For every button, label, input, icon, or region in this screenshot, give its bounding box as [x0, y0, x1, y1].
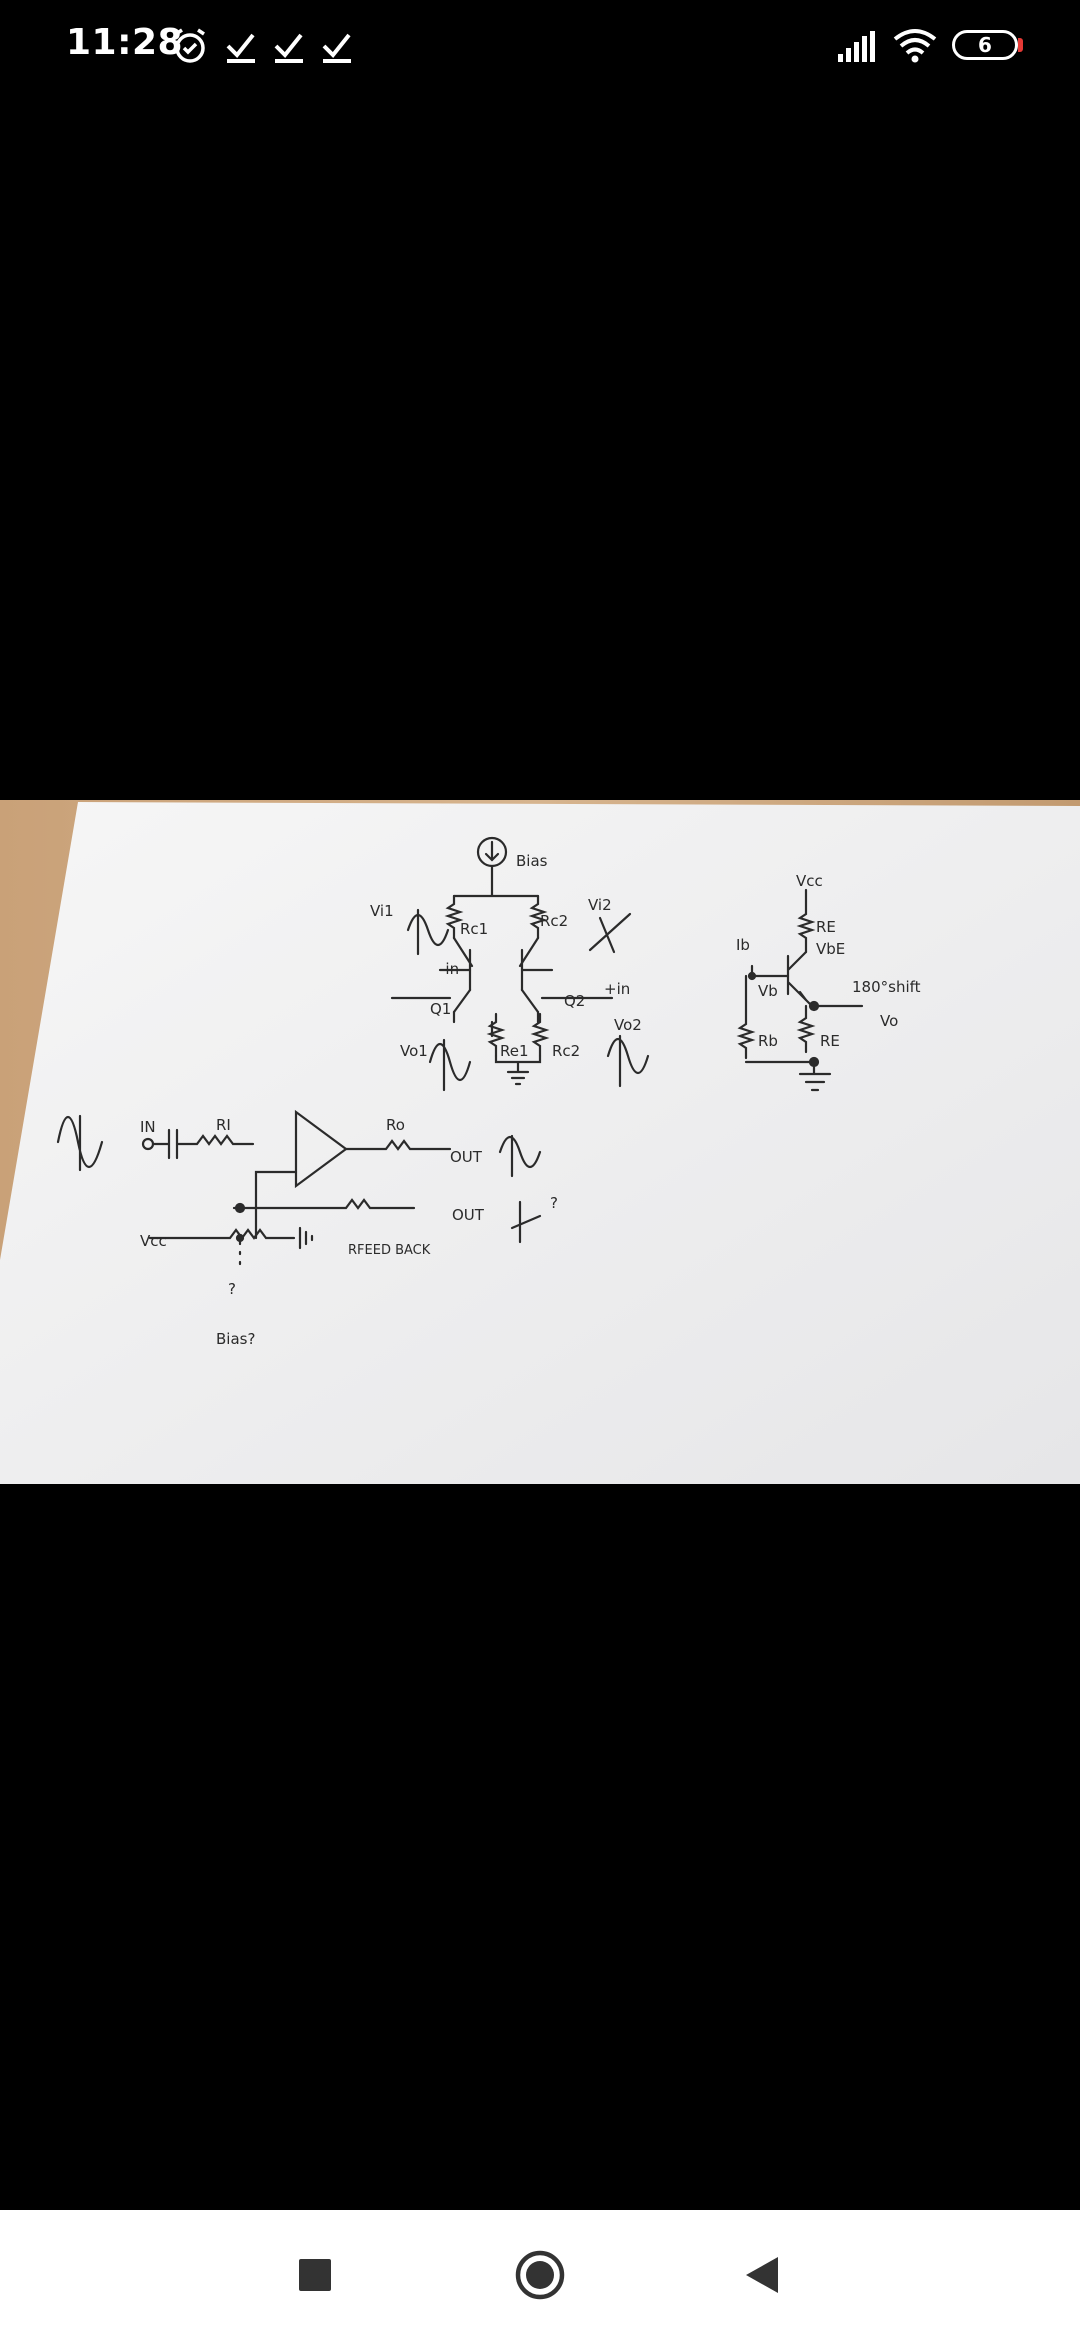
label-rc2-bottom: Rc2 [552, 1042, 580, 1060]
circuit-drawing [56, 836, 864, 1274]
label-re-bottom: RE [820, 1032, 840, 1050]
label-rc2-top: Rc2 [540, 912, 568, 930]
back-button[interactable] [702, 2210, 822, 2340]
paper-sheet [0, 802, 1080, 1484]
label-out2: OUT [452, 1206, 485, 1224]
status-time: 11:28 [66, 22, 184, 63]
navigation-bar [0, 2210, 1080, 2340]
label-ro: Ro [386, 1116, 405, 1134]
label-in: IN [140, 1118, 156, 1136]
battery-icon: 6 [952, 30, 1018, 60]
signal-icon [838, 31, 875, 62]
label-question1: ? [550, 1194, 558, 1212]
circuit-labels: Bias Vi1 Rc1 Rc2 Vi2 -in Q1 Q2 +in Vo1 V… [140, 852, 921, 1348]
label-question2: ? [228, 1280, 236, 1298]
label-vo: Vo [880, 1012, 898, 1030]
label-ib: Ib [736, 936, 750, 954]
label-plus-in: +in [604, 980, 630, 998]
label-re-top: RE [816, 918, 836, 936]
circuit-photo[interactable]: Bias Vi1 Rc1 Rc2 Vi2 -in Q1 Q2 +in Vo1 V… [0, 800, 1080, 1484]
label-q1: Q1 [430, 1000, 451, 1018]
label-vcc-right: Vcc [796, 872, 823, 890]
download-done-icon [226, 33, 255, 63]
wifi-icon [893, 29, 937, 63]
label-vbe: VbE [816, 940, 845, 958]
battery-tip [1018, 38, 1023, 52]
circle-icon [515, 2250, 565, 2300]
label-ri: RI [216, 1116, 231, 1134]
label-vo2: Vo2 [614, 1016, 642, 1034]
label-vi2: Vi2 [588, 896, 612, 914]
home-button[interactable] [480, 2210, 600, 2340]
square-icon [299, 2259, 331, 2291]
label-vo1: Vo1 [400, 1042, 428, 1060]
status-bar: 11:28 [0, 0, 1080, 96]
label-rb: Rb [758, 1032, 778, 1050]
label-vb: Vb [758, 982, 778, 1000]
alarm-icon [175, 28, 205, 63]
label-out1: OUT [450, 1148, 483, 1166]
label-rc1: Rc1 [460, 920, 488, 938]
label-vi1: Vi1 [370, 902, 394, 920]
label-bias-top: Bias [516, 852, 548, 870]
download-done-icon [322, 33, 351, 63]
download-done-icon [274, 33, 303, 63]
label-bias-bottom: Bias? [216, 1330, 255, 1348]
label-minus-in: -in [440, 960, 459, 978]
label-vcc-left: Vcc [140, 1232, 167, 1250]
recents-button[interactable] [255, 2210, 375, 2340]
label-shift: 180°shift [852, 978, 921, 996]
label-re1: Re1 [500, 1042, 529, 1060]
label-q2: Q2 [564, 992, 585, 1010]
label-rfeedback: RFEED BACK [348, 1243, 431, 1258]
triangle-back-icon [746, 2257, 778, 2293]
